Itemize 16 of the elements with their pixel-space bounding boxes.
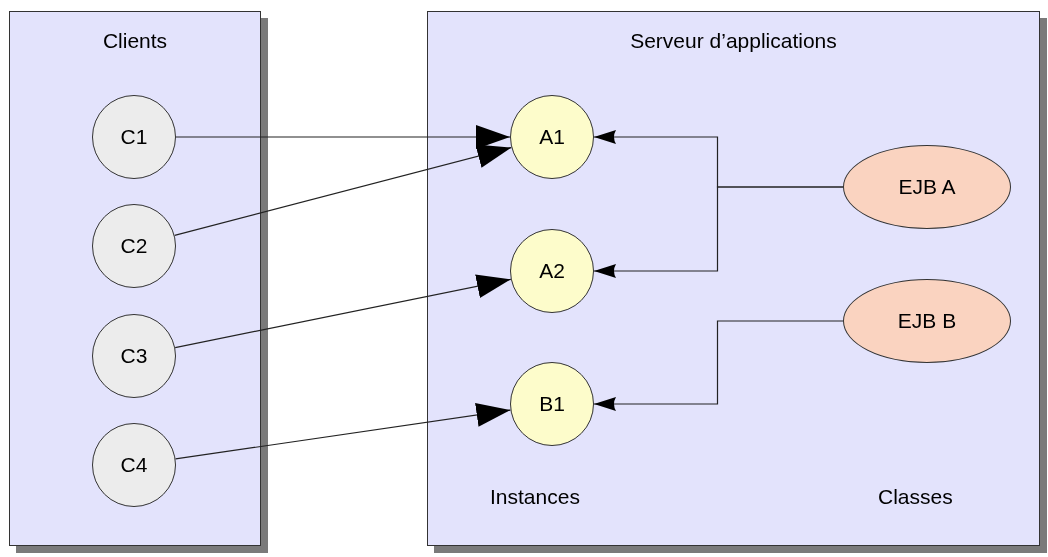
instance-circle: A1 <box>510 95 594 179</box>
class-ellipse: EJB B <box>843 279 1011 363</box>
instance-circle: A2 <box>510 229 594 313</box>
arrow <box>174 274 512 349</box>
client-circle: C3 <box>92 314 176 398</box>
instance-circle: B1 <box>510 362 594 446</box>
panel-title: Clients <box>102 29 168 53</box>
client-circle: C1 <box>92 95 176 179</box>
client-circle: C2 <box>92 204 176 288</box>
column-label: Instances <box>490 485 580 509</box>
arrow <box>174 144 512 236</box>
class-ellipse: EJB A <box>843 145 1011 229</box>
panel-title: Serveur d’applications <box>630 29 837 53</box>
arrow <box>174 403 512 460</box>
column-label: Classes <box>878 485 953 509</box>
client-circle: C4 <box>92 423 176 507</box>
